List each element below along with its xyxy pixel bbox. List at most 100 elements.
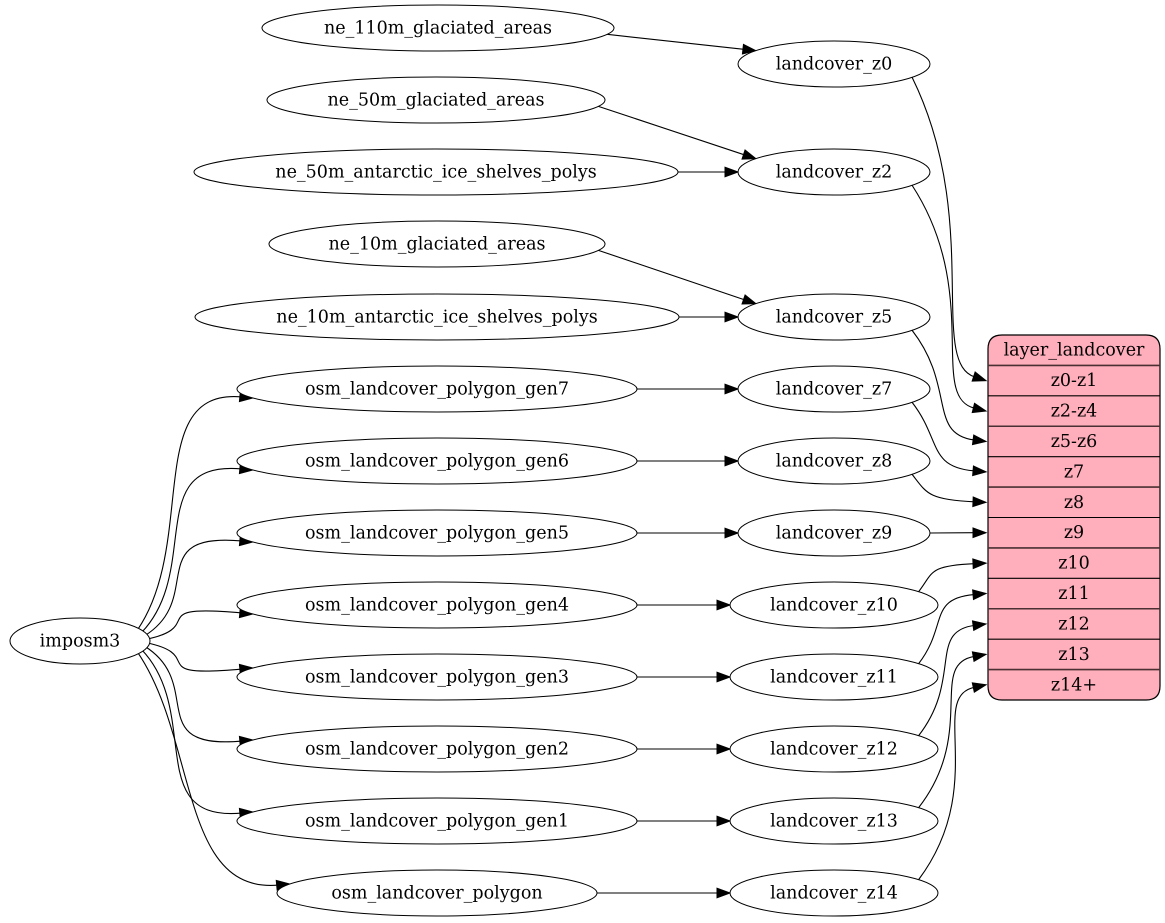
- node-shape: [729, 725, 939, 773]
- edge-landcover_z11-to-table-row-z11: [918, 594, 975, 664]
- table-row-hit[interactable]: [988, 578, 1160, 608]
- table-row-z9[interactable]: z9: [988, 518, 1160, 548]
- node-landcover_z0[interactable]: landcover_z0: [737, 40, 931, 88]
- table-row-hit[interactable]: [988, 548, 1160, 578]
- edge-imposm3-to-osm_landcover_polygon_gen6: [141, 467, 242, 633]
- node-shape: [737, 365, 931, 413]
- node-shape: [729, 581, 939, 629]
- node-ne_10m_antarctic_ice_shelves_polys[interactable]: ne_10m_antarctic_ice_shelves_polys: [194, 293, 680, 341]
- node-osm_landcover_polygon_gen2[interactable]: osm_landcover_polygon_gen2: [236, 725, 638, 773]
- edge-landcover_z5-to-table-row-z5-z6: [911, 330, 975, 441]
- node-shape: [737, 437, 931, 485]
- layer-landcover-table[interactable]: layer_landcoverz0-z1z2-z4z5-z6z7z8z9z10z…: [987, 334, 1161, 701]
- table-row-hit[interactable]: [988, 426, 1160, 456]
- edge-landcover_z14-to-table-row-z14+: [918, 686, 975, 880]
- table-row-hit[interactable]: [988, 487, 1160, 517]
- node-shape: [194, 293, 680, 341]
- edge-arrowhead: [716, 599, 732, 611]
- table-row-hit[interactable]: [988, 609, 1160, 639]
- table-row-z14+[interactable]: z14+: [988, 670, 1160, 700]
- table-row-z7[interactable]: z7: [988, 457, 1160, 487]
- table-row-z2-z4[interactable]: z2-z4: [988, 396, 1160, 426]
- edge-landcover_z2-to-table-row-z2-z4: [911, 185, 975, 409]
- table-row-z12[interactable]: z12: [988, 609, 1160, 639]
- node-landcover_z8[interactable]: landcover_z8: [737, 437, 931, 485]
- edge-imposm3-to-osm_landcover_polygon_gen1: [141, 649, 242, 815]
- table-row-z10[interactable]: z10: [988, 548, 1160, 578]
- table-row-z11[interactable]: z11: [988, 578, 1160, 608]
- node-imposm3[interactable]: imposm3: [9, 617, 151, 665]
- node-landcover_z9[interactable]: landcover_z9: [737, 509, 931, 557]
- node-shape: [261, 4, 615, 52]
- node-ne_110m_glaciated_areas[interactable]: ne_110m_glaciated_areas: [261, 4, 615, 52]
- node-landcover_z14[interactable]: landcover_z14: [729, 869, 939, 917]
- edge-arrowhead: [971, 651, 988, 663]
- node-landcover_z10[interactable]: landcover_z10: [729, 581, 939, 629]
- node-shape: [729, 869, 939, 917]
- node-landcover_z11[interactable]: landcover_z11: [729, 653, 939, 701]
- edge-landcover_z10-to-table-row-z10: [918, 563, 975, 592]
- node-landcover_z12[interactable]: landcover_z12: [729, 725, 939, 773]
- node-osm_landcover_polygon_gen7[interactable]: osm_landcover_polygon_gen7: [236, 365, 638, 413]
- node-landcover_z7[interactable]: landcover_z7: [737, 365, 931, 413]
- edge-arrowhead: [716, 671, 732, 683]
- edge-arrowhead: [716, 743, 732, 755]
- node-osm_landcover_polygon_gen1[interactable]: osm_landcover_polygon_gen1: [236, 797, 638, 845]
- node-shape: [266, 76, 606, 124]
- edge-landcover_z8-to-table-row-z8: [911, 474, 975, 503]
- table-row-hit[interactable]: [988, 518, 1160, 548]
- node-shape: [737, 293, 931, 341]
- node-shape: [729, 653, 939, 701]
- edge-arrowhead: [724, 383, 740, 395]
- table-row-hit[interactable]: [988, 670, 1160, 700]
- node-ne_50m_glaciated_areas[interactable]: ne_50m_glaciated_areas: [266, 76, 606, 124]
- node-shape: [236, 509, 638, 557]
- node-osm_landcover_polygon_gen6[interactable]: osm_landcover_polygon_gen6: [236, 437, 638, 485]
- edge-arrowhead: [971, 402, 988, 414]
- table-row-z0-z1[interactable]: z0-z1: [988, 365, 1160, 395]
- edge-arrowhead: [716, 815, 732, 827]
- node-ne_10m_glaciated_areas[interactable]: ne_10m_glaciated_areas: [268, 220, 606, 268]
- edge-arrowhead: [741, 294, 758, 305]
- edge-arrowhead: [724, 166, 740, 178]
- node-shape: [236, 365, 638, 413]
- node-shape: [737, 40, 931, 88]
- node-osm_landcover_polygon_gen5[interactable]: osm_landcover_polygon_gen5: [236, 509, 638, 557]
- edge-arrowhead: [971, 434, 988, 446]
- edge-arrowhead: [716, 887, 732, 899]
- table-row-hit[interactable]: [988, 365, 1160, 395]
- table-row-z13[interactable]: z13: [988, 639, 1160, 669]
- edge-arrowhead: [972, 496, 988, 508]
- nodes-layer: ne_110m_glaciated_areas ne_50m_glaciated_…: [9, 4, 939, 917]
- table-row-hit[interactable]: [988, 639, 1160, 669]
- edge-arrowhead: [972, 465, 988, 477]
- edge-arrowhead: [971, 371, 988, 382]
- table-row-z5-z6[interactable]: z5-z6: [988, 426, 1160, 456]
- edge-arrowhead: [972, 527, 988, 539]
- edge-arrowhead: [971, 620, 988, 632]
- node-osm_landcover_polygon[interactable]: osm_landcover_polygon: [276, 869, 598, 917]
- node-shape: [737, 509, 931, 557]
- node-osm_landcover_polygon_gen3[interactable]: osm_landcover_polygon_gen3: [236, 653, 638, 701]
- node-ne_50m_antarctic_ice_shelves_polys[interactable]: ne_50m_antarctic_ice_shelves_polys: [193, 148, 679, 196]
- edge-imposm3-to-osm_landcover_polygon_gen3: [146, 642, 242, 672]
- table-row-z8[interactable]: z8: [988, 487, 1160, 517]
- table-row-hit[interactable]: [988, 396, 1160, 426]
- node-shape: [737, 148, 931, 196]
- edge-arrowhead: [741, 149, 758, 160]
- edge-landcover_z13-to-table-row-z13: [918, 655, 975, 808]
- edge-ne_10m_glaciated_areas-to-landcover_z5: [598, 249, 746, 301]
- node-landcover_z5[interactable]: landcover_z5: [737, 293, 931, 341]
- node-shape: [236, 725, 638, 773]
- table-row-hit[interactable]: [988, 457, 1160, 487]
- edge-imposm3-to-osm_landcover_polygon: [137, 652, 279, 886]
- node-landcover_z2[interactable]: landcover_z2: [737, 148, 931, 196]
- node-landcover_z13[interactable]: landcover_z13: [729, 797, 939, 845]
- node-shape: [193, 148, 679, 196]
- node-osm_landcover_polygon_gen4[interactable]: osm_landcover_polygon_gen4: [236, 581, 638, 629]
- edge-imposm3-to-osm_landcover_polygon_gen5: [144, 539, 242, 636]
- node-shape: [236, 581, 638, 629]
- node-shape: [236, 437, 638, 485]
